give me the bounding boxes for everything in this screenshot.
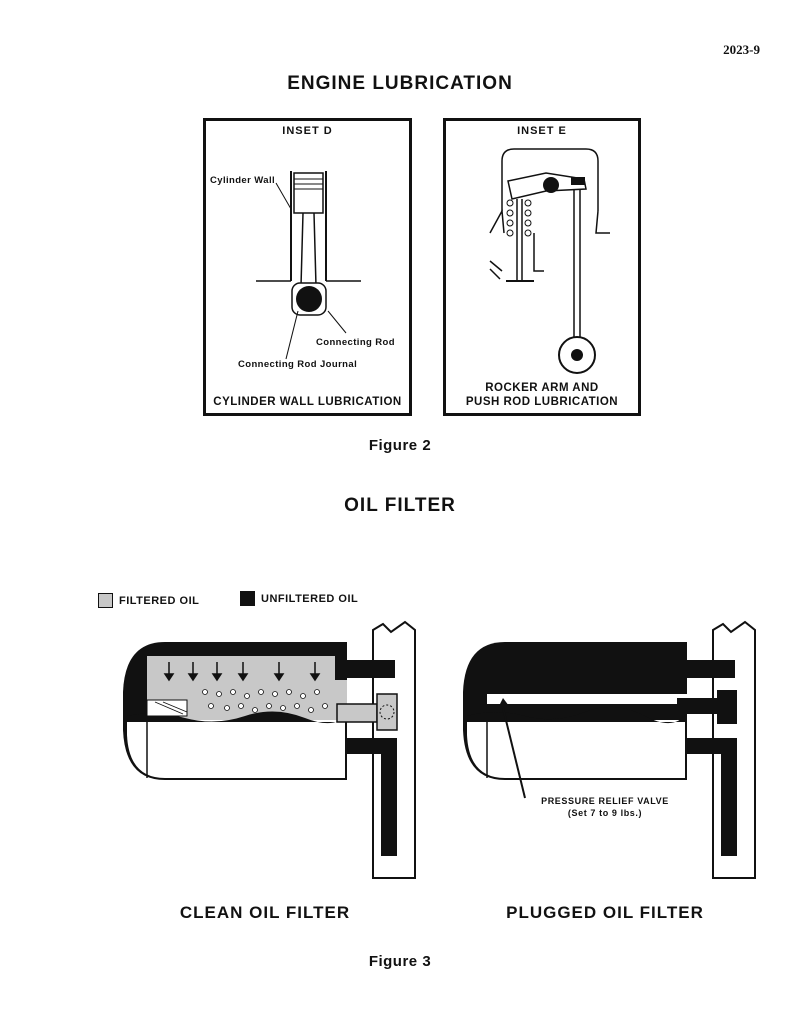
plugged-filter-diagram [463,620,756,879]
inset-d-caption: CYLINDER WALL LUBRICATION [213,396,402,408]
inset-e-caption-line1: ROCKER ARM AND [485,382,599,394]
inset-e-title: INSET E [517,125,567,137]
clean-filter-diagram [123,620,416,879]
page-number: 2023-9 [723,42,760,57]
legend-unfiltered-label: UNFILTERED OIL [261,592,359,605]
inset-e-caption-line2: PUSH ROD LUBRICATION [465,396,619,408]
cylinder-diagram [256,171,361,360]
figure-2-caption: Figure 2 [368,437,432,454]
figure-3-caption: Figure 3 [368,953,432,970]
pressure-relief-line1: PRESSURE RELIEF VALVE [541,796,669,806]
filtered-swatch [98,593,113,608]
unfiltered-swatch [240,591,255,606]
engine-lubrication-heading: ENGINE LUBRICATION [287,73,513,94]
inset-d-panel: INSET D Cylinder Wall Connecting Rod Con… [203,118,412,416]
legend-filtered-label: FILTERED OIL [119,594,200,607]
legend-unfiltered: UNFILTERED OIL [240,591,358,606]
oil-filter-heading: OIL FILTER [344,495,456,516]
connecting-rod-label: Connecting Rod [316,337,395,348]
pressure-relief-line2: (Set 7 to 9 lbs.) [567,808,643,818]
inset-e-panel: INSET E ROCKER ARM AND PUSH ROD LUBRICAT… [443,118,641,416]
plugged-filter-title: PLUGGED OIL FILTER [506,903,704,922]
cylinder-wall-label: Cylinder Wall [210,175,276,186]
connecting-rod-journal-label: Connecting Rod Journal [238,359,358,370]
clean-filter-title: CLEAN OIL FILTER [179,903,351,922]
rocker-arm-diagram [489,148,610,374]
legend-filtered: FILTERED OIL [98,593,199,608]
pressure-relief-label: PRESSURE RELIEF VALVE (Set 7 to 9 lbs.) [505,795,705,819]
inset-d-title: INSET D [282,125,333,137]
